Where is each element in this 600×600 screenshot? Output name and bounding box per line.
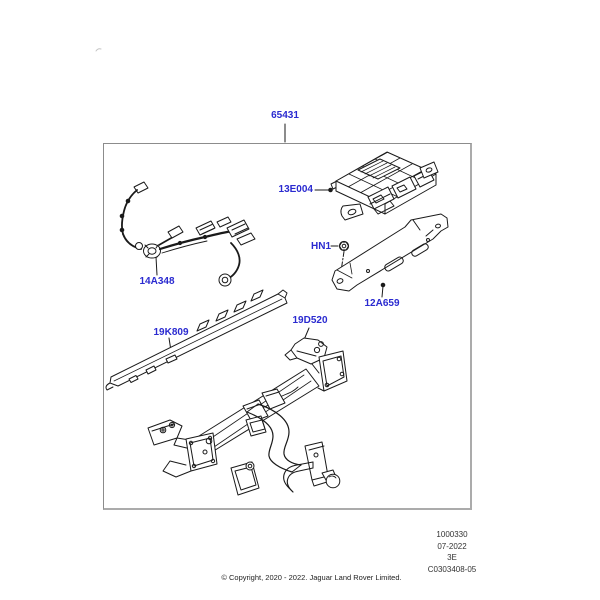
copyright-notice: © Copyright, 2020 - 2022. Jaguar Land Ro… bbox=[221, 573, 402, 582]
part-callout-trim[interactable]: 19K809 bbox=[153, 327, 189, 338]
drawing-ref: C0303408-05 bbox=[427, 564, 477, 574]
sheet-code: 3E bbox=[447, 553, 457, 562]
doc-date: 07-2022 bbox=[437, 541, 467, 551]
part-callout-bracket[interactable]: 12A659 bbox=[364, 298, 400, 309]
part-callout-nut[interactable]: HN1 bbox=[311, 241, 332, 252]
reference-block: 1000330 07-2022 3E C0303408-05 bbox=[400, 529, 504, 575]
stray-mark bbox=[95, 48, 102, 52]
part-callout-kit[interactable]: 65431 bbox=[271, 110, 299, 121]
part-callout-harness[interactable]: 14A348 bbox=[139, 276, 175, 287]
part-callout-module[interactable]: 13E004 bbox=[278, 184, 313, 195]
part-callout-towbar[interactable]: 19D520 bbox=[292, 315, 328, 326]
doc-number: 1000330 bbox=[436, 530, 468, 539]
